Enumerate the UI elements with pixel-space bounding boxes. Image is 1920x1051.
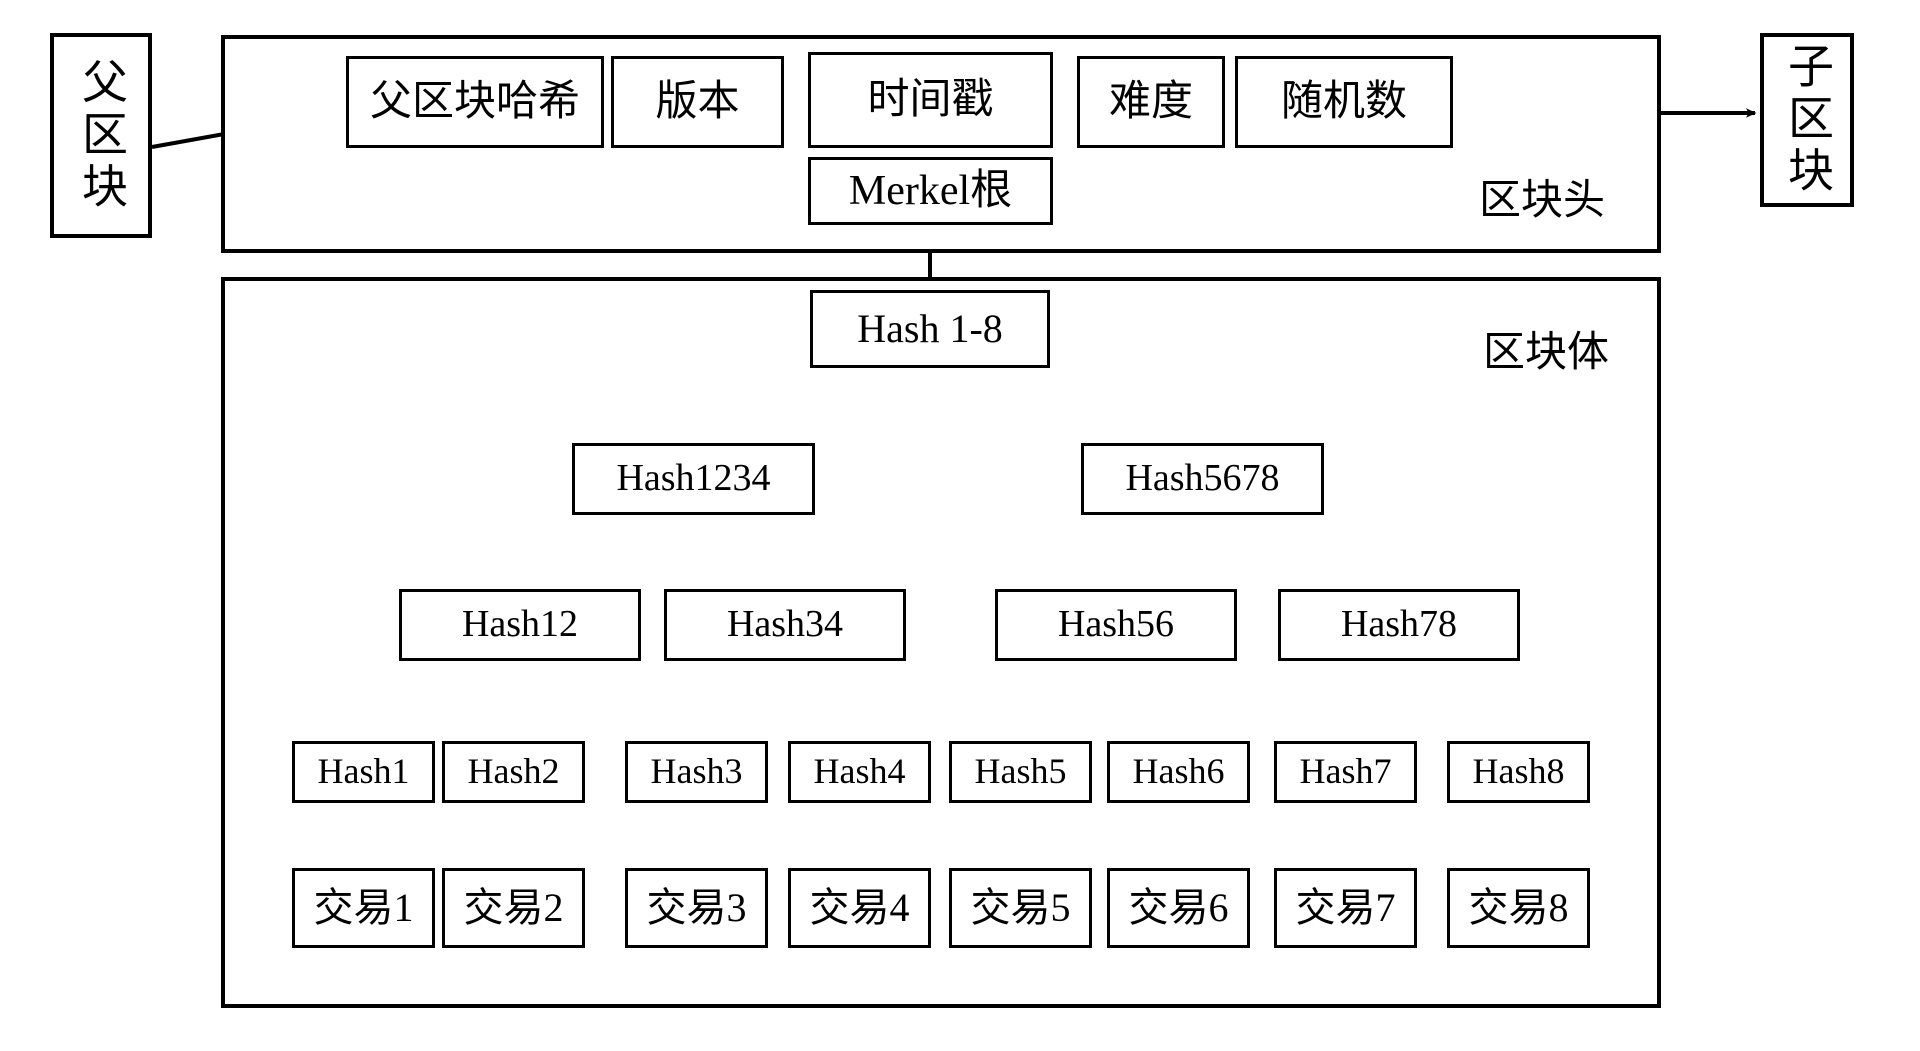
parent-block-box[interactable]: 父区块 [50,33,152,238]
header-field-version[interactable]: 版本 [611,56,784,148]
block-header-region-label: 区块头 [1479,178,1606,224]
merkle-node-hash34[interactable]: Hash34 [664,589,906,661]
header-field-difficulty[interactable]: 难度 [1077,56,1225,148]
transaction-box-1[interactable]: 交易1 [292,868,435,948]
merkle-node-hash1234[interactable]: Hash1234 [572,443,815,515]
child-block-label: 子区块 [1782,42,1833,198]
header-field-version-label: 版本 [655,78,740,125]
merkle-leaf-hash6-label: Hash6 [1132,751,1225,792]
merkle-leaf-hash2[interactable]: Hash2 [442,741,585,803]
merkle-leaf-hash4[interactable]: Hash4 [788,741,931,803]
parent-block-label: 父区块 [76,57,127,214]
transaction-box-5-label: 交易5 [970,885,1071,930]
merkle-node-hash78-label: Hash78 [1340,603,1458,646]
transaction-box-6-label: 交易6 [1128,885,1229,930]
merkle-leaf-hash4-label: Hash4 [813,751,906,792]
header-field-timestamp[interactable]: 时间戳 [808,52,1053,148]
merkle-leaf-hash3-label: Hash3 [650,751,743,792]
transaction-box-6[interactable]: 交易6 [1107,868,1250,948]
merkle-node-hash5678-label: Hash5678 [1125,457,1280,500]
merkle-leaf-hash6[interactable]: Hash6 [1107,741,1250,803]
merkle-node-hash56[interactable]: Hash56 [995,589,1237,661]
merkle-leaf-hash8-label: Hash8 [1472,751,1565,792]
merkle-node-hash56-label: Hash56 [1057,603,1175,646]
merkle-node-hash12[interactable]: Hash12 [399,589,641,661]
transaction-box-4-label: 交易4 [809,885,910,930]
header-field-parent-hash-label: 父区块哈希 [369,78,580,125]
merkle-node-hash78[interactable]: Hash78 [1278,589,1520,661]
transaction-box-2-label: 交易2 [463,885,564,930]
transaction-box-7[interactable]: 交易7 [1274,868,1417,948]
header-field-nonce[interactable]: 随机数 [1235,56,1453,148]
transaction-box-5[interactable]: 交易5 [949,868,1092,948]
header-field-difficulty-label: 难度 [1108,78,1193,125]
merkle-leaf-hash5[interactable]: Hash5 [949,741,1092,803]
merkle-leaf-hash5-label: Hash5 [974,751,1067,792]
merkle-leaf-hash3[interactable]: Hash3 [625,741,768,803]
transaction-box-8[interactable]: 交易8 [1447,868,1590,948]
merkle-leaf-hash8[interactable]: Hash8 [1447,741,1590,803]
transaction-box-3[interactable]: 交易3 [625,868,768,948]
header-field-merkel-root[interactable]: Merkel根 [808,157,1053,225]
transaction-box-1-label: 交易1 [313,885,414,930]
merkle-node-root-label: Hash 1-8 [857,306,1003,351]
merkle-leaf-hash1[interactable]: Hash1 [292,741,435,803]
merkle-node-hash1234-label: Hash1234 [616,457,771,500]
child-block-box[interactable]: 子区块 [1760,33,1854,207]
merkle-node-hash34-label: Hash34 [726,603,844,646]
merkle-node-root[interactable]: Hash 1-8 [810,290,1050,368]
block-body-region-label: 区块体 [1483,330,1610,376]
merkle-leaf-hash1-label: Hash1 [317,751,410,792]
header-field-merkel-root-label: Merkel根 [848,167,1013,214]
header-field-timestamp-label: 时间戳 [867,76,994,123]
merkle-leaf-hash7-label: Hash7 [1299,751,1392,792]
header-field-nonce-label: 随机数 [1280,78,1407,125]
merkle-leaf-hash2-label: Hash2 [467,751,560,792]
transaction-box-8-label: 交易8 [1468,885,1569,930]
merkle-leaf-hash7[interactable]: Hash7 [1274,741,1417,803]
header-field-parent-hash[interactable]: 父区块哈希 [346,56,604,148]
transaction-box-7-label: 交易7 [1295,885,1396,930]
transaction-box-4[interactable]: 交易4 [788,868,931,948]
transaction-box-2[interactable]: 交易2 [442,868,585,948]
merkle-node-hash12-label: Hash12 [461,603,579,646]
transaction-box-3-label: 交易3 [646,885,747,930]
merkle-node-hash5678[interactable]: Hash5678 [1081,443,1324,515]
